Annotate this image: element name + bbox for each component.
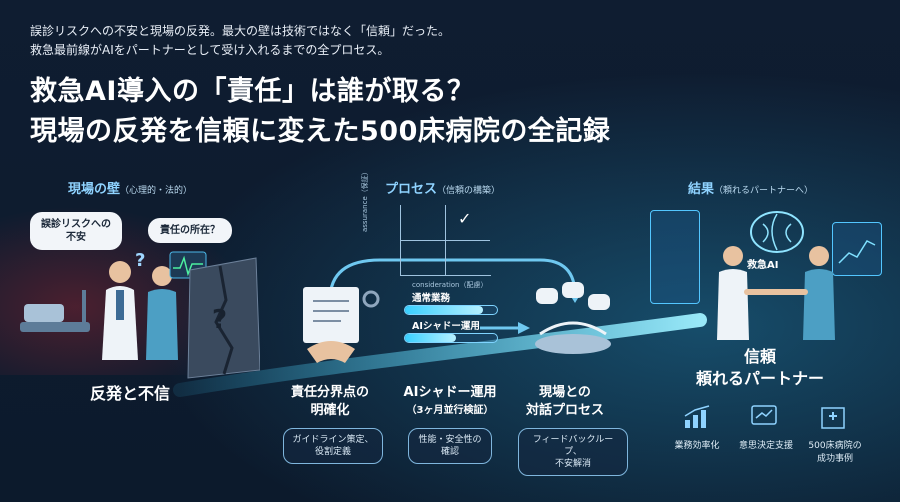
step3-pill: フィードバックループ、 不安解消	[518, 428, 628, 476]
data-screen	[832, 222, 882, 276]
icon-label-hospital: 500床病院の 成功事例	[808, 441, 862, 464]
svg-text:?: ?	[212, 305, 227, 335]
check-icon: ✓	[458, 209, 472, 228]
subtitle-line-2: 救急最前線がAIをパートナーとして受け入れるまでの全プロセス。	[30, 43, 390, 57]
right-caption: 信頼 頼れるパートナー	[690, 346, 830, 390]
handshake-icon	[307, 341, 355, 363]
speech-bubble-responsibility: 責任の所在？	[148, 218, 232, 243]
speech-bubble-anxiety: 誤診リスクへの 不安	[30, 212, 122, 250]
chat-bubble-icon-3	[588, 294, 610, 310]
step1-pill: ガイドライン策定、 役割定義	[283, 428, 383, 464]
middle-heading-sub: （信頼の構築）	[437, 186, 501, 196]
step1-title-line1: 責任分界点の	[290, 385, 369, 400]
cracked-wall	[187, 257, 260, 379]
right-heading: 結果（頼れるパートナーへ）	[688, 178, 813, 197]
title-line-2: 現場の反発を信頼に変えた500床病院の全記録	[30, 116, 611, 147]
right-caption-line1: 信頼	[743, 347, 776, 366]
document-icon	[303, 287, 359, 343]
bar1-track	[404, 305, 498, 315]
bar1-label: 通常業務	[412, 293, 451, 304]
left-heading: 現場の壁（心理的・法的）	[68, 178, 192, 197]
nurse-figure	[152, 266, 172, 286]
chart-up-icon	[684, 405, 710, 428]
step2-title-line2: （3ヶ月並行検証）	[406, 405, 494, 416]
left-caption: 反発と不信	[89, 384, 170, 403]
matrix-v-line	[445, 205, 446, 275]
svg-text:?: ?	[135, 250, 145, 271]
matrix-chart: ✓	[400, 205, 491, 276]
platform	[535, 334, 611, 354]
bar2-label: AIシャドー運用	[412, 321, 480, 332]
bar1-fill	[405, 306, 484, 314]
step2-title: AIシャドー運用 （3ヶ月並行検証）	[392, 384, 508, 420]
doctor-figure	[109, 261, 131, 283]
gear-icon	[362, 290, 380, 308]
bar2-track	[404, 333, 498, 343]
right-heading-sub: （頼れるパートナーへ）	[714, 186, 814, 196]
title-line-1: 救急AI導入の「責任」は誰が取る？	[30, 76, 475, 107]
step3-title-line1: 現場との	[539, 385, 591, 400]
matrix-x-label: consideration（配慮）	[412, 281, 488, 289]
hospital-bed	[20, 322, 90, 332]
door-screen	[650, 210, 700, 304]
right-illustration	[717, 211, 835, 340]
icon-label-efficiency: 業務効率化	[674, 441, 720, 451]
right-caption-line2: 頼れるパートナー	[695, 369, 824, 388]
middle-heading: プロセス（信頼の構築）	[385, 178, 500, 197]
bridge-icon	[539, 321, 607, 336]
dialogue-bridge-illustration	[535, 282, 611, 354]
brain-label: 救急AI	[747, 260, 779, 271]
step2-pill: 性能・安全性の 確認	[408, 428, 492, 464]
er-scene-illustration: ? ?	[20, 250, 260, 379]
bar2-fill	[405, 334, 456, 342]
step3-title-line2: 対話プロセス	[525, 403, 604, 418]
left-heading-text: 現場の壁	[68, 182, 121, 197]
step3-title: 現場との 対話プロセス	[515, 384, 615, 420]
left-heading-sub: （心理的・法的）	[120, 186, 193, 196]
document-handshake-illustration	[303, 287, 380, 363]
brain-icon	[750, 211, 804, 253]
chat-bubble-icon-2	[562, 282, 584, 298]
chat-bubble-icon	[536, 288, 558, 304]
right-heading-text: 結果	[688, 182, 715, 197]
step2-title-line1: AIシャドー運用	[403, 385, 497, 400]
hospital-icon	[821, 407, 845, 429]
decision-icon	[751, 405, 777, 425]
subtitle: 誤診リスクへの不安と現場の反発。最大の壁は技術ではなく「信頼」だった。 救急最前…	[30, 22, 450, 60]
subtitle-line-1: 誤診リスクへの不安と現場の反発。最大の壁は技術ではなく「信頼」だった。	[30, 24, 451, 38]
icon-label-decision: 意思決定支援	[738, 441, 793, 451]
page-title: 救急AI導入の「責任」は誰が取る？ 現場の反発を信頼に変えた500床病院の全記録	[30, 72, 610, 152]
doctor-figure-right	[723, 246, 743, 266]
step1-title-line2: 明確化	[310, 403, 350, 418]
middle-heading-text: プロセス	[385, 182, 438, 197]
nurse-figure-right	[809, 246, 829, 266]
matrix-y-label: assurance（保証）	[361, 168, 369, 232]
step1-title: 責任分界点の 明確化	[270, 384, 390, 420]
